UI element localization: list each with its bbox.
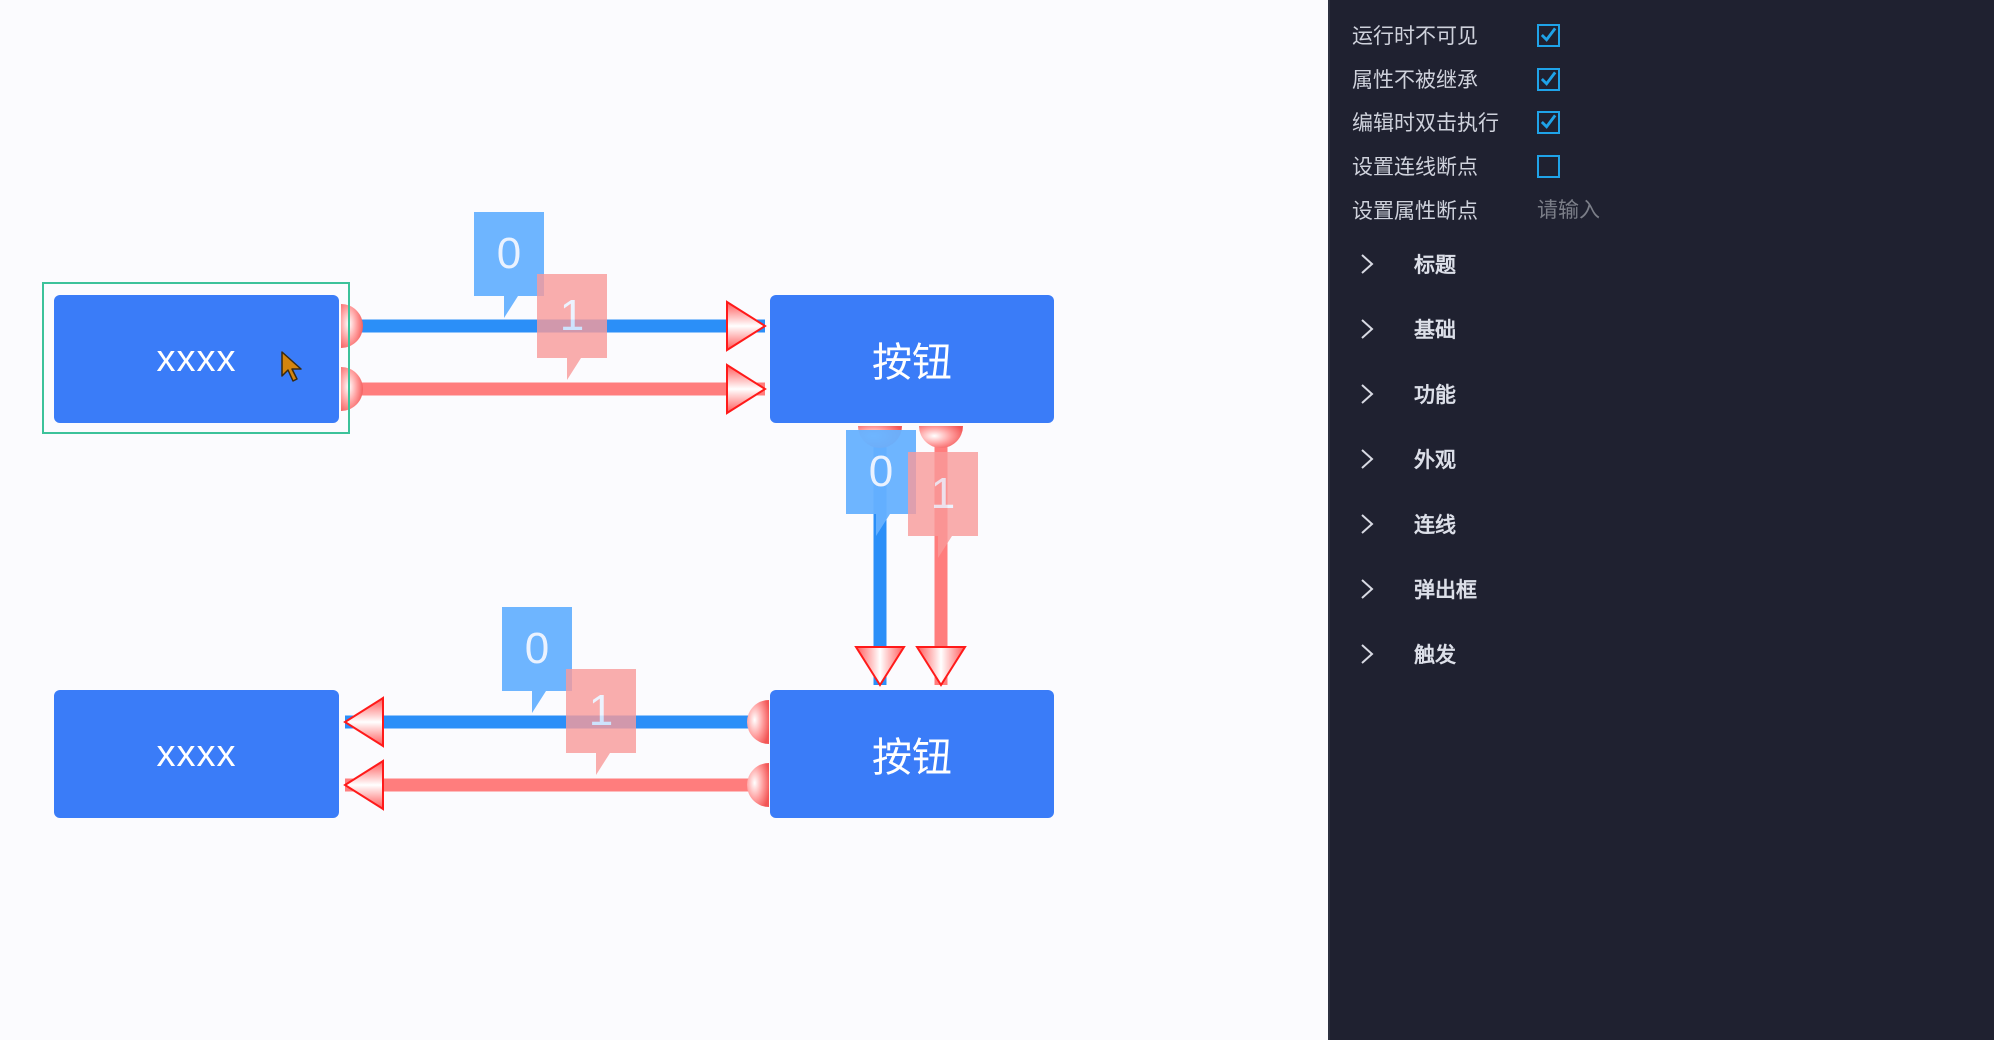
section-trigger[interactable]: 触发 (1360, 634, 1456, 674)
prop-label: 设置连线断点 (1352, 155, 1478, 179)
node-text-top[interactable]: xxxx (54, 295, 339, 423)
prop-row-invisible-at-runtime: 运行时不可见 (1352, 17, 1560, 53)
chevron-right-icon (1360, 383, 1400, 405)
node-text-bottom[interactable]: xxxx (54, 690, 339, 818)
prop-label: 编辑时双击执行 (1352, 111, 1499, 135)
no-inherit-checkbox[interactable] (1537, 67, 1560, 91)
chevron-right-icon (1360, 318, 1400, 340)
section-label: 连线 (1414, 513, 1456, 537)
section-appearance[interactable]: 外观 (1360, 439, 1456, 479)
connection-start-port (341, 304, 363, 348)
section-popup[interactable]: 弹出框 (1360, 569, 1477, 609)
connection-1 (341, 363, 767, 415)
checkmark-icon (1540, 114, 1557, 129)
arrowhead-icon (726, 363, 767, 415)
chevron-right-icon (1360, 513, 1400, 535)
chevron-right-icon (1360, 253, 1400, 275)
section-label: 基础 (1414, 318, 1456, 342)
connection-start-port (747, 763, 769, 807)
prop-row-property-breakpoint: 设置属性断点 (1352, 192, 1737, 228)
section-basic[interactable]: 基础 (1360, 309, 1456, 349)
properties-panel: 运行时不可见 属性不被继承 编辑时双击执行 设置连线断点 设置属性断点 标题 基… (1328, 0, 1994, 1040)
checkmark-icon (1540, 71, 1557, 86)
prop-label: 运行时不可见 (1352, 24, 1478, 48)
prop-label: 设置属性断点 (1352, 199, 1478, 223)
section-label: 功能 (1414, 383, 1456, 407)
section-label: 弹出框 (1414, 578, 1477, 602)
section-title[interactable]: 标题 (1360, 244, 1456, 284)
connections-layer (341, 300, 967, 811)
chevron-right-icon (1360, 578, 1400, 600)
arrowhead-icon (726, 300, 767, 352)
checkmark-icon (1540, 27, 1557, 42)
prop-row-link-breakpoint: 设置连线断点 (1352, 148, 1560, 184)
arrowhead-icon (343, 759, 384, 811)
connection-0 (341, 300, 767, 352)
section-connection[interactable]: 连线 (1360, 504, 1456, 544)
connection-start-port (341, 367, 363, 411)
connection-5 (343, 759, 769, 811)
node-button-top[interactable]: 按钮 (770, 295, 1054, 423)
connection-start-port (747, 700, 769, 744)
chevron-right-icon (1360, 448, 1400, 470)
property-breakpoint-input[interactable] (1537, 198, 1737, 222)
selection-box (42, 282, 350, 434)
prop-row-dblclick-execute: 编辑时双击执行 (1352, 104, 1560, 140)
section-label: 标题 (1414, 253, 1456, 277)
chevron-right-icon (1360, 643, 1400, 665)
section-label: 触发 (1414, 643, 1456, 667)
connection-start-port (858, 426, 902, 448)
section-function[interactable]: 功能 (1360, 374, 1456, 414)
node-button-bottom[interactable]: 按钮 (770, 690, 1054, 818)
connection-2 (854, 426, 906, 687)
invisible-at-runtime-checkbox[interactable] (1537, 23, 1560, 47)
prop-row-no-inherit: 属性不被继承 (1352, 61, 1560, 97)
connection-start-port (919, 426, 963, 448)
arrowhead-icon (343, 696, 384, 748)
prop-label: 属性不被继承 (1352, 68, 1478, 92)
link-breakpoint-checkbox[interactable] (1537, 154, 1560, 178)
connection-3 (915, 426, 967, 687)
connection-4 (343, 696, 769, 748)
dblclick-execute-checkbox[interactable] (1537, 110, 1560, 134)
arrowhead-icon (915, 646, 967, 687)
arrowhead-icon (854, 646, 906, 687)
section-label: 外观 (1414, 448, 1456, 472)
